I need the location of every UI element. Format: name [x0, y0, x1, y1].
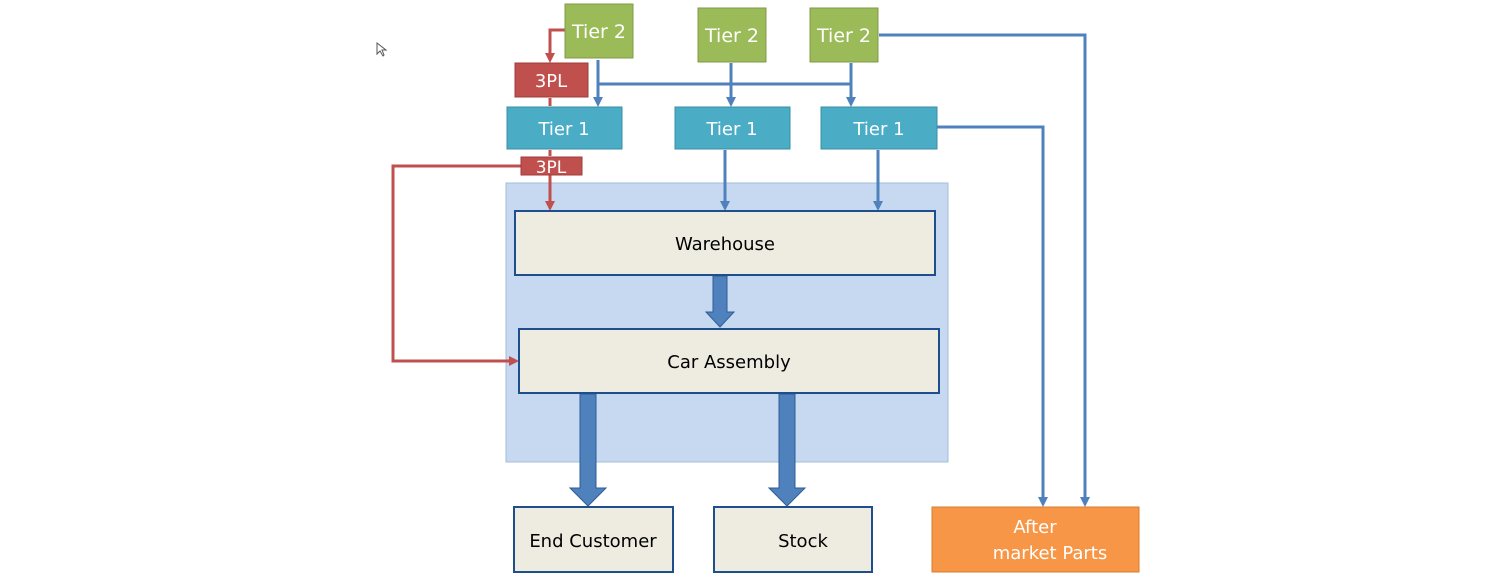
- tier2-box-c: Tier 2: [809, 7, 879, 63]
- stock-box: Stock: [713, 506, 873, 573]
- mouse-cursor-icon: [376, 41, 388, 57]
- assembly-to-stock-arrow: [767, 393, 807, 507]
- car-assembly-label: Car Assembly: [667, 352, 791, 373]
- car-assembly-box: Car Assembly: [518, 328, 940, 394]
- warehouse-to-assembly-arrow: [704, 275, 736, 328]
- tier2-box-b: Tier 2: [697, 7, 767, 63]
- aftermarket-label-line2: market Parts: [993, 543, 1108, 564]
- warehouse-box: Warehouse: [514, 210, 936, 276]
- end-customer-box: End Customer: [513, 506, 674, 573]
- aftermarket-parts-box: After market Parts: [931, 506, 1140, 573]
- 3pl-box-top: 3PL: [514, 62, 589, 98]
- 3pl-top-label: 3PL: [535, 71, 567, 92]
- tier1-box-a: Tier 1: [506, 106, 623, 150]
- tier2-a-label: Tier 2: [571, 21, 626, 43]
- tier1-c-label: Tier 1: [852, 119, 904, 140]
- 3pl-box-mid: 3PL: [520, 156, 583, 178]
- tier1-a-label: Tier 1: [537, 119, 589, 140]
- aftermarket-label-line1: After: [1013, 517, 1057, 538]
- tier2-box-a: Tier 2: [564, 3, 634, 59]
- end-customer-label: End Customer: [529, 531, 657, 552]
- tier1-box-b: Tier 1: [674, 106, 791, 150]
- 3pl-connectors: [391, 28, 565, 366]
- stock-label: Stock: [778, 531, 828, 552]
- tier1-b-label: Tier 1: [705, 119, 757, 140]
- assembly-to-customer-arrow: [568, 393, 608, 507]
- tier1-box-c: Tier 1: [820, 106, 938, 150]
- tier2-b-label: Tier 2: [704, 25, 759, 47]
- tier2-to-tier1-connectors: [593, 60, 856, 107]
- 3pl-mid-label: 3PL: [536, 158, 567, 178]
- aftermarket-connectors: [879, 33, 1090, 507]
- warehouse-label: Warehouse: [675, 234, 775, 255]
- tier1-to-warehouse-connectors: [720, 150, 883, 211]
- tier2-c-label: Tier 2: [816, 25, 871, 47]
- thick-flow-arrows: [568, 275, 807, 507]
